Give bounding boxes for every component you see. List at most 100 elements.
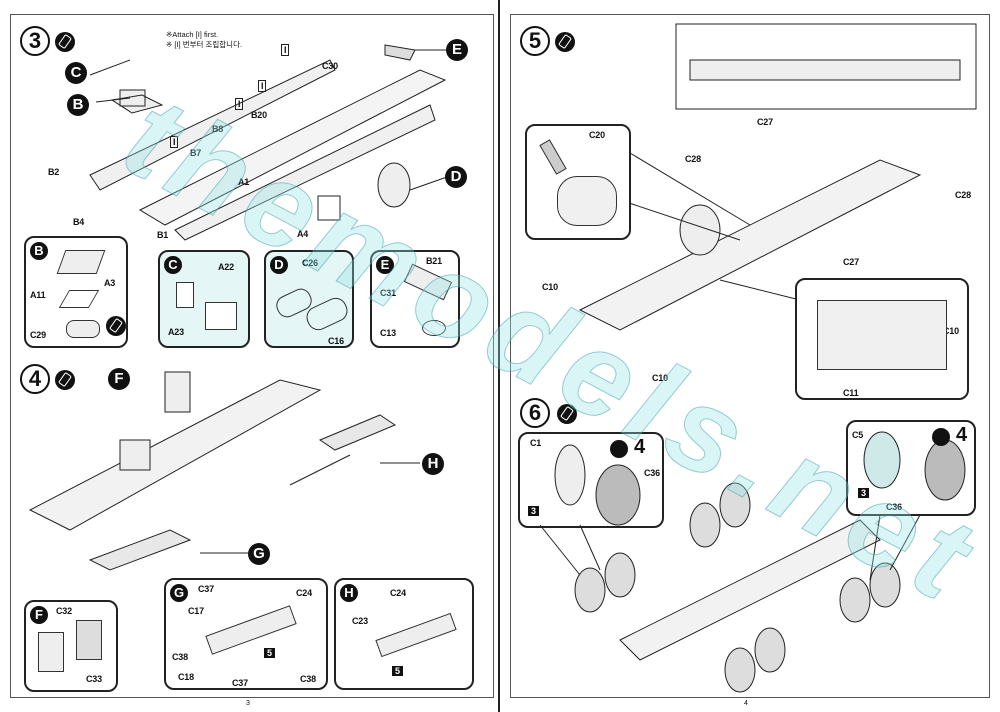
part-label: C10 [943,326,959,336]
cement-icon [106,316,126,336]
page-divider [498,0,500,712]
step5-chassis-drawing [578,23,977,331]
part-label: A23 [168,327,184,337]
part-label: C37 [232,678,248,688]
part-label: B2 [48,167,60,177]
part-label: C18 [178,672,194,682]
part-label: C38 [172,652,188,662]
part-label: C10 [542,282,558,292]
cement-icon [55,370,75,390]
callout-e: E [376,256,394,274]
part-label: C24 [296,588,312,598]
subassembly-g: G C37 C24 C17 C38 C18 C37 C38 5 [164,578,328,690]
part-drawing [539,139,567,175]
part-label: C36 [886,502,902,512]
callout-f: F [108,368,130,390]
step-order-marker: I [170,136,179,148]
subassembly-h: H C24 C23 5 [334,578,474,690]
part-label: C27 [843,257,859,267]
part-drawing [58,290,100,308]
part-drawing [38,632,64,672]
part-label: C32 [56,606,72,616]
part-label: C26 [302,258,318,268]
part-label: C1 [530,438,542,448]
callout-g: G [170,584,188,602]
paint-icon [610,440,628,458]
part-label: C37 [198,584,214,594]
part-label: C23 [352,616,368,626]
callout-c: C [65,62,87,84]
part-label: C36 [644,468,660,478]
step4-chassis-drawing [28,371,420,571]
part-drawing [817,300,947,370]
callout-b: B [67,94,89,116]
page-number: 4 [744,700,748,707]
subassembly-d: D C26 C16 [264,250,354,348]
wheel-inset-left: C1 C36 4 3 [518,432,664,528]
part-label: A3 [104,278,116,288]
part-label: A11 [30,290,46,300]
step-marker: 5 [264,648,275,658]
part-label: C33 [86,674,102,684]
part-drawing [205,605,297,655]
step-3-number: 3 [20,26,50,56]
part-label: B7 [190,148,202,158]
part-label: C30 [322,61,338,71]
part-drawing [205,302,237,330]
step-5-number: 5 [520,26,550,56]
callout-d: D [270,256,288,274]
step-marker: 5 [392,666,403,676]
part-drawing [375,612,457,658]
part-drawing [176,282,194,308]
part-label: B20 [251,110,267,120]
part-label: C29 [30,330,46,340]
subassembly-f: F C32 C33 [24,600,118,692]
wheel-inset-right: C5 C36 4 3 [846,420,976,516]
part-drawing [76,620,102,660]
part-label: A1 [238,177,250,187]
part-label: C10 [652,373,668,383]
step6-chassis-drawing [539,431,966,693]
step-order-marker: I [258,80,267,92]
cement-icon [557,404,577,424]
callout-g: G [248,543,270,565]
part-drawing [56,250,106,274]
callout-d: D [445,166,467,188]
callout-f: F [30,606,48,624]
callout-b: B [30,242,48,260]
part-label: C16 [328,336,344,346]
step-marker: 3 [528,506,539,516]
part-label: C38 [300,674,316,684]
part-label: C28 [685,154,701,164]
step-4-number: 4 [20,364,50,394]
part-label: C27 [757,117,773,127]
part-label: B4 [73,217,85,227]
part-drawing [66,320,100,338]
part-label: C17 [188,606,204,616]
callout-h: H [422,453,444,475]
part-label: C13 [380,328,396,338]
part-label: C31 [380,288,396,298]
subassembly-c: C A22 A23 [158,250,250,348]
attach-first-note: ※Attach [I] first. [166,30,219,39]
page-number: 3 [246,700,250,707]
part-label: A22 [218,262,234,272]
callout-e: E [446,39,468,61]
part-label: C24 [390,588,406,598]
quantity: 4 [956,424,968,446]
part-label: A4 [297,229,309,239]
part-drawing [422,320,446,336]
callout-h: H [340,584,358,602]
subassembly-b: B A3 A11 C29 [24,236,128,348]
step-order-marker: I [281,44,290,56]
subassembly-e: E B21 C31 C13 [370,250,460,348]
detail-inset-c10: C10 C11 [795,278,969,400]
part-label: C5 [852,430,864,440]
cement-icon [55,32,75,52]
paint-icon [932,428,950,446]
cement-icon [555,32,575,52]
detail-inset-c20: C20 [525,124,631,240]
part-drawing [557,176,617,226]
quantity: 4 [634,436,646,458]
